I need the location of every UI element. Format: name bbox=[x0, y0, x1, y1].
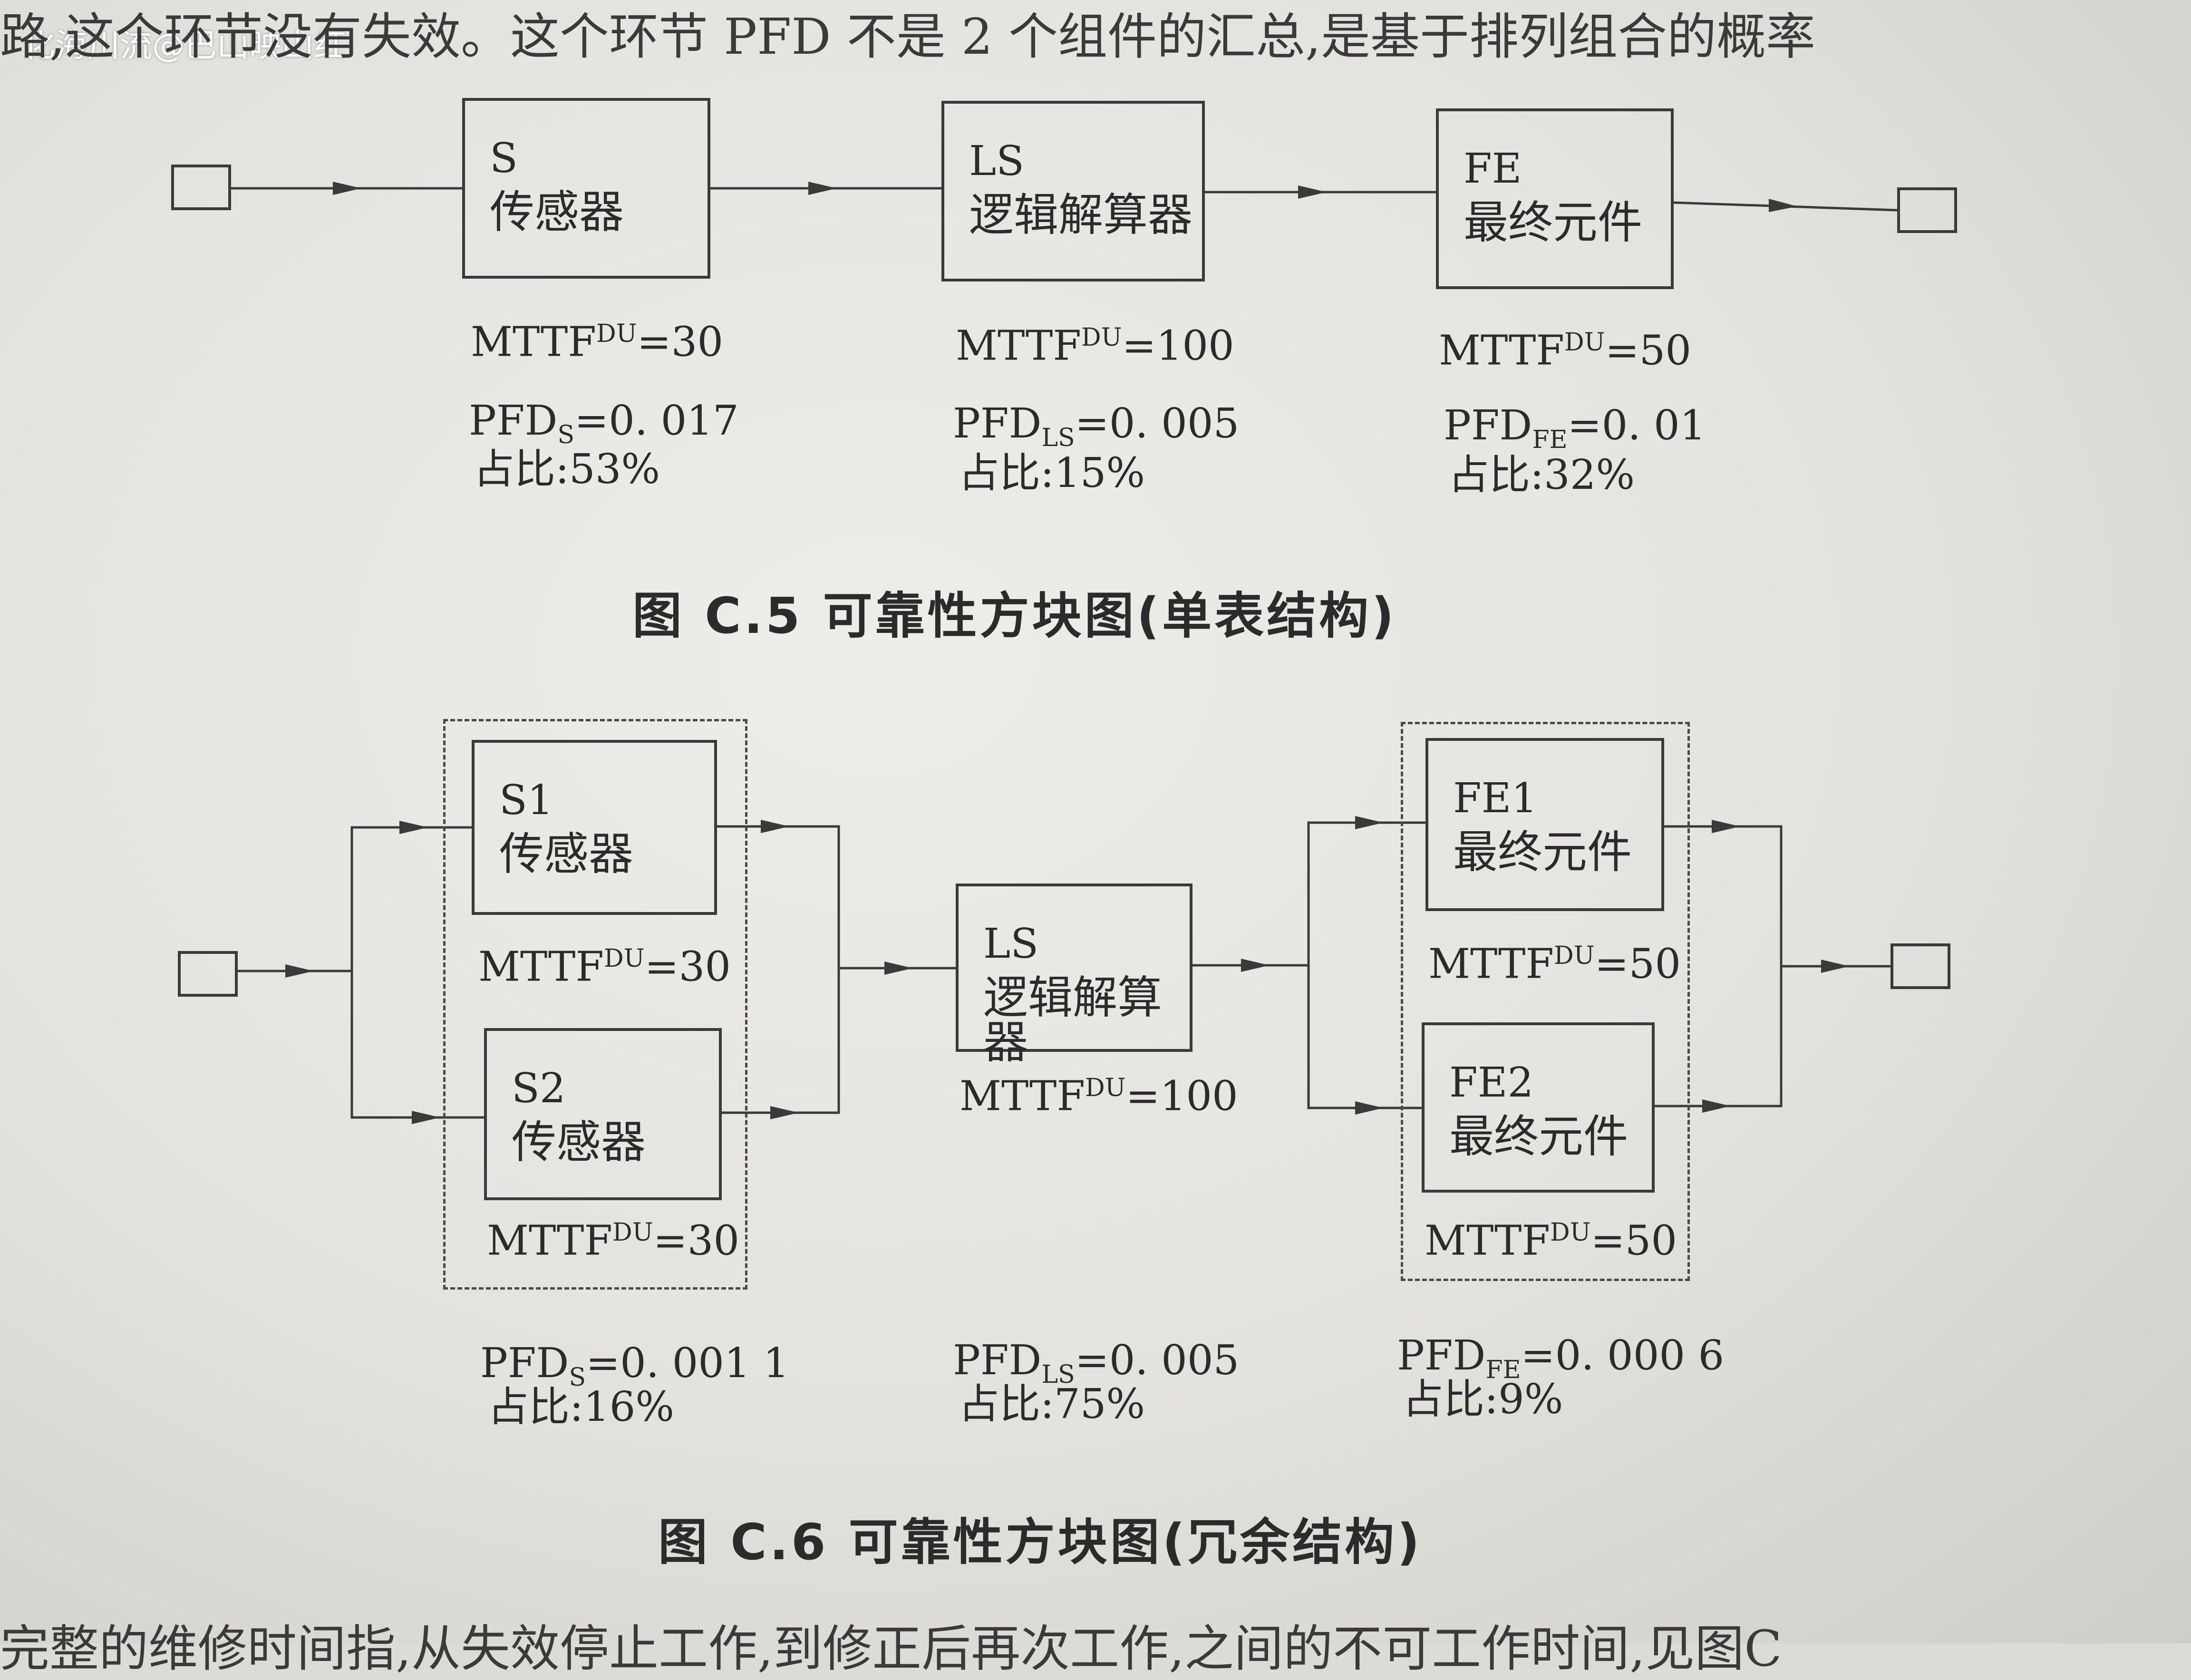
final-element-redundancy-group bbox=[1401, 722, 1690, 1281]
logic-solver-pfd: PFDLS=0. 005 bbox=[953, 400, 1240, 453]
sensor-1-block: S1 传感器 bbox=[472, 740, 717, 915]
final-element-share: 占比:9% bbox=[1403, 1376, 1563, 1423]
logic-solver-mttf: MTTFDU=100 bbox=[960, 1072, 1238, 1120]
logic-solver-code: LS bbox=[983, 920, 1039, 968]
logic-solver-block: LS 逻辑解算器 bbox=[956, 884, 1192, 1065]
input-terminal bbox=[178, 951, 238, 997]
watermark: 化海川流@巴山映山红 bbox=[23, 27, 347, 65]
footer-text: 完整的维修时间指,从失效停止工作,到修正后再次工作,之间的不可工作时间,见图C bbox=[0, 1620, 1782, 1678]
final-element-1-mttf: MTTFDU=50 bbox=[1428, 940, 1681, 988]
figure-c5-caption: 图 C.5 可靠性方块图(单表结构) bbox=[632, 587, 1397, 645]
final-element-1-code: FE1 bbox=[1453, 775, 1538, 822]
figure-c6-caption: 图 C.6 可靠性方块图(冗余结构) bbox=[658, 1513, 1423, 1571]
sensor-share: 占比:16% bbox=[488, 1383, 675, 1431]
logic-solver-share: 占比:15% bbox=[959, 449, 1145, 497]
header-text: 路,这个环节没有失效。这个环节 PFD 不是 2 个组件的汇总,是基于排列组合的… bbox=[0, 8, 1816, 66]
logic-solver-name: 逻辑解算器 bbox=[983, 972, 1163, 1068]
final-element-2-name: 最终元件 bbox=[1449, 1111, 1629, 1163]
sensor-redundancy-group bbox=[443, 719, 747, 1290]
final-element-1-name: 最终元件 bbox=[1453, 826, 1632, 878]
logic-solver-share: 占比:75% bbox=[959, 1380, 1145, 1428]
logic-solver-code: LS bbox=[969, 137, 1025, 185]
sensor-2-code: S2 bbox=[512, 1065, 566, 1112]
input-terminal bbox=[171, 165, 231, 210]
sensor-pfd: PFDS=0. 017 bbox=[469, 397, 739, 450]
sensor-share: 占比:53% bbox=[474, 446, 660, 493]
sensor-code: S bbox=[490, 135, 518, 182]
final-element-name: 最终元件 bbox=[1464, 197, 1643, 249]
sensor-name: 传感器 bbox=[490, 186, 624, 238]
output-terminal bbox=[1897, 187, 1957, 233]
logic-solver-pfd: PFDLS=0. 005 bbox=[953, 1337, 1240, 1389]
sensor-block: S 传感器 bbox=[462, 98, 710, 279]
sensor-1-name: 传感器 bbox=[499, 828, 634, 880]
logic-solver-block: LS 逻辑解算器 bbox=[941, 101, 1205, 282]
final-element-2-mttf: MTTFDU=50 bbox=[1425, 1217, 1677, 1265]
logic-solver-name: 逻辑解算器 bbox=[969, 189, 1193, 241]
final-element-2-block: FE2 最终元件 bbox=[1422, 1022, 1655, 1193]
sensor-1-mttf: MTTFDU=30 bbox=[478, 943, 731, 991]
final-element-mttf: MTTFDU=50 bbox=[1439, 327, 1692, 375]
sensor-2-name: 传感器 bbox=[512, 1117, 646, 1168]
sensor-mttf: MTTFDU=30 bbox=[471, 318, 724, 366]
final-element-pfd: PFDFE=0. 000 6 bbox=[1397, 1332, 1725, 1385]
output-terminal bbox=[1890, 943, 1950, 989]
final-element-1-block: FE1 最终元件 bbox=[1425, 738, 1664, 911]
final-element-pfd: PFDFE=0. 01 bbox=[1444, 402, 1706, 455]
sensor-1-code: S1 bbox=[499, 777, 553, 824]
sensor-pfd: PFDS=0. 001 1 bbox=[480, 1340, 789, 1392]
logic-solver-mttf: MTTFDU=100 bbox=[956, 322, 1234, 370]
final-element-block: FE 最终元件 bbox=[1436, 108, 1674, 289]
final-element-code: FE bbox=[1464, 145, 1522, 193]
connector-lines bbox=[231, 182, 1898, 1124]
final-element-share: 占比:32% bbox=[1448, 451, 1635, 499]
final-element-2-code: FE2 bbox=[1449, 1059, 1534, 1107]
sensor-2-block: S2 传感器 bbox=[484, 1028, 722, 1200]
sensor-2-mttf: MTTFDU=30 bbox=[487, 1217, 740, 1265]
